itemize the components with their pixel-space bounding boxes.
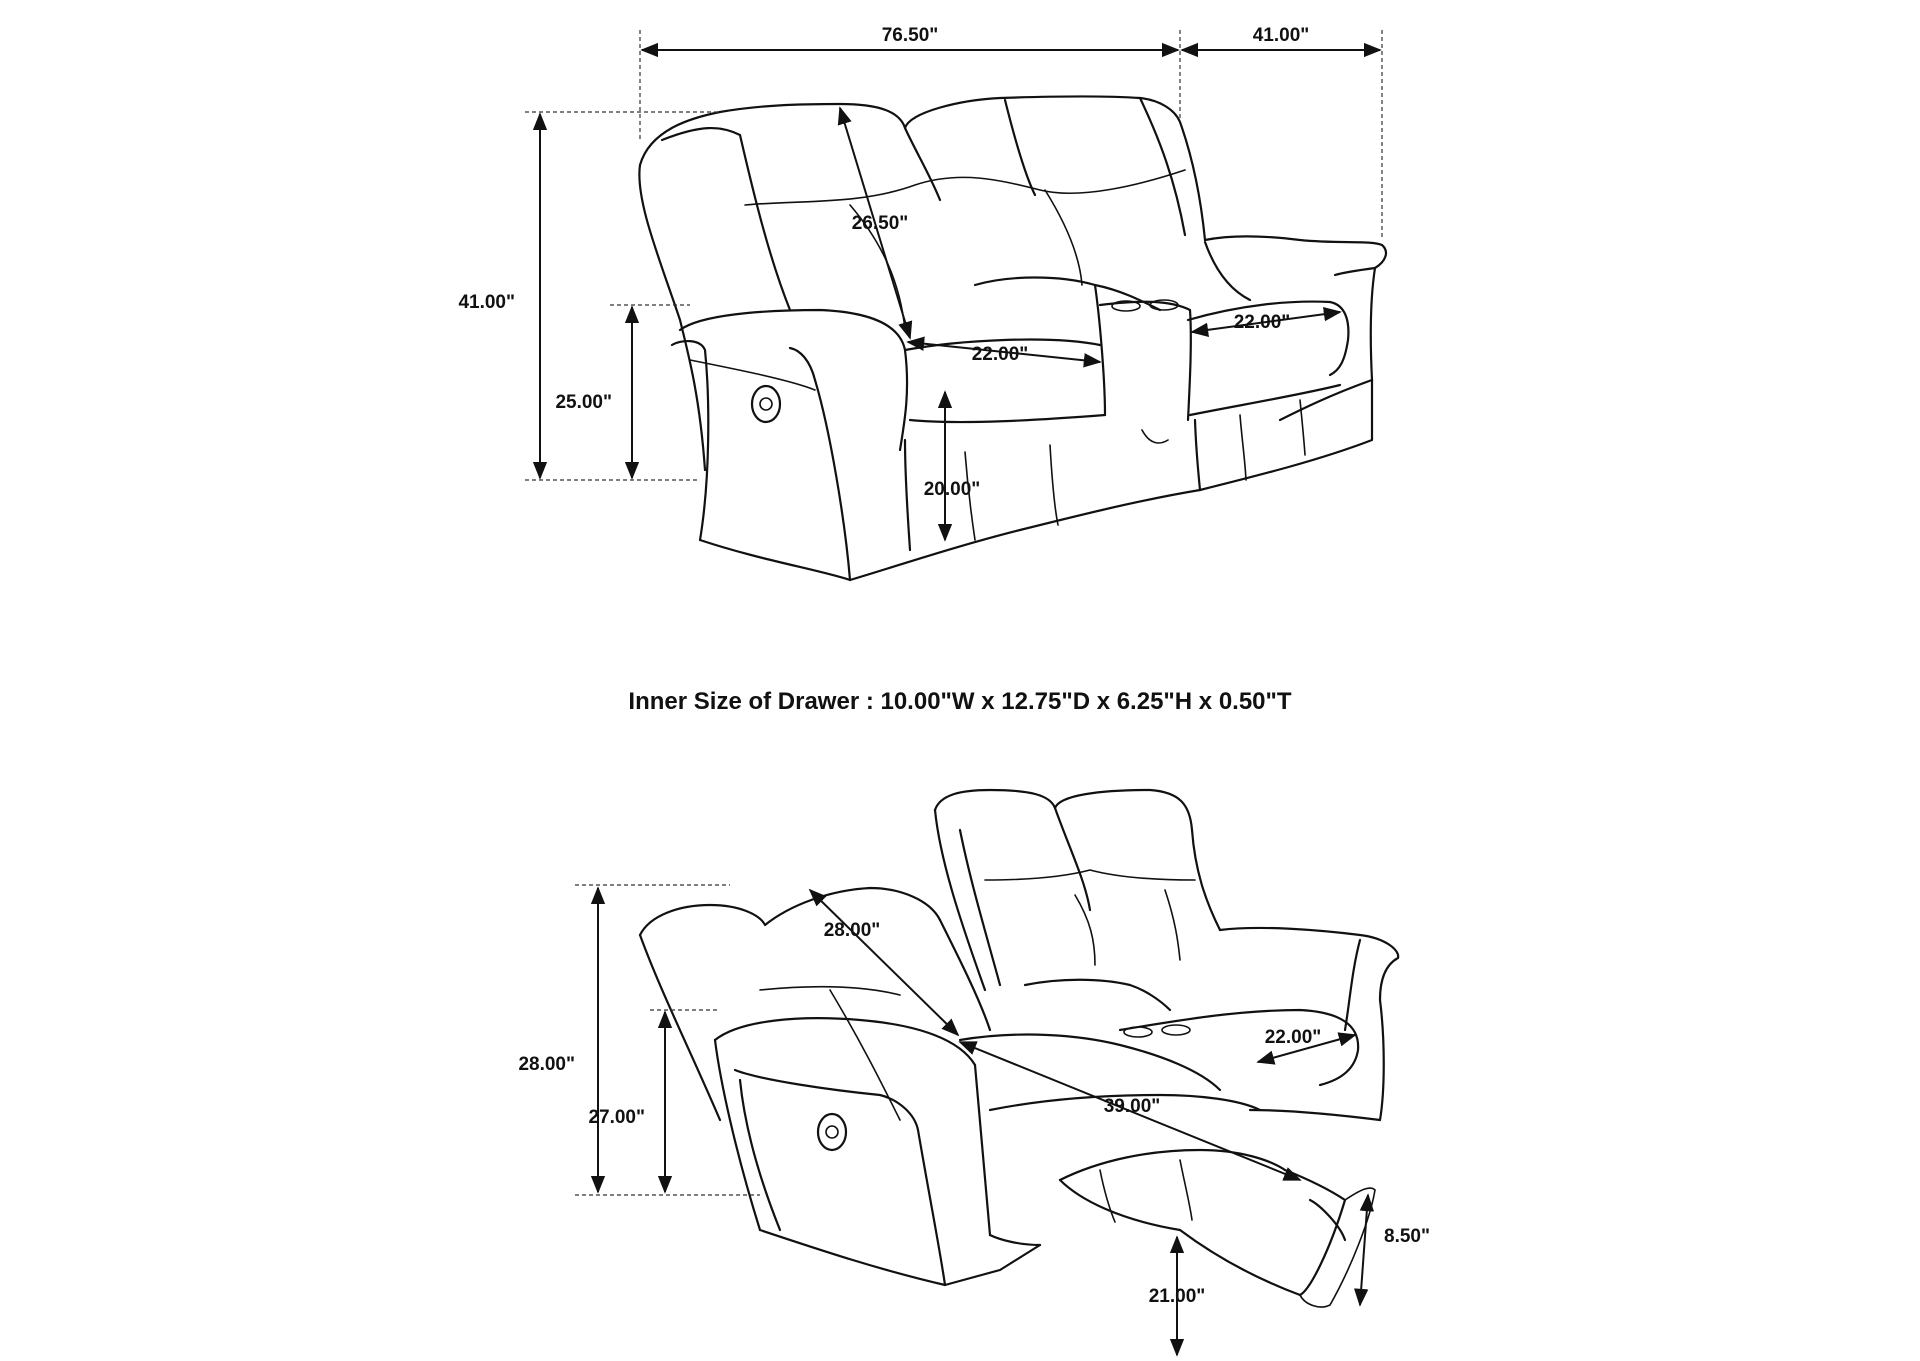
- reclined-dimension-labels: 28.00" 28.00" 27.00" 22.00" 39.00" 8.50"…: [518, 920, 1430, 1307]
- reclined-back-height-label: 28.00": [824, 920, 881, 941]
- reclined-dimension-lines: [575, 884, 1375, 1357]
- seat-height-label: 20.00": [924, 479, 981, 500]
- overall-depth-label: 41.00": [1253, 25, 1310, 46]
- footrest-clearance-label: 21.00": [1149, 1286, 1206, 1307]
- left-seat-width-label: 22.00": [972, 344, 1029, 365]
- reclined-arm-height-label: 27.00": [588, 1107, 645, 1128]
- overall-width-label: 76.50": [882, 25, 939, 46]
- arm-height-label: 25.00": [555, 392, 612, 413]
- reclined-overall-height-label: 28.00": [518, 1054, 575, 1075]
- reclined-seat-width-label: 22.00": [1265, 1027, 1322, 1048]
- drawer-size-caption: Inner Size of Drawer : 10.00"W x 12.75"D…: [628, 688, 1291, 715]
- upright-dimension-labels: 76.50" 41.00" 41.00" 25.00" 26.50" 22.00…: [458, 25, 1309, 500]
- overall-height-label: 41.00": [458, 292, 515, 313]
- footrest-height-label: 8.50": [1384, 1226, 1430, 1247]
- reclined-loveseat-drawing: [638, 788, 1400, 1308]
- back-height-label: 26.50": [852, 213, 909, 234]
- reclined-depth-label: 39.00": [1104, 1096, 1161, 1117]
- upright-loveseat-drawing: [638, 95, 1388, 582]
- upright-dimension-lines: [525, 30, 1383, 542]
- right-seat-width-label: 22.00": [1234, 312, 1291, 333]
